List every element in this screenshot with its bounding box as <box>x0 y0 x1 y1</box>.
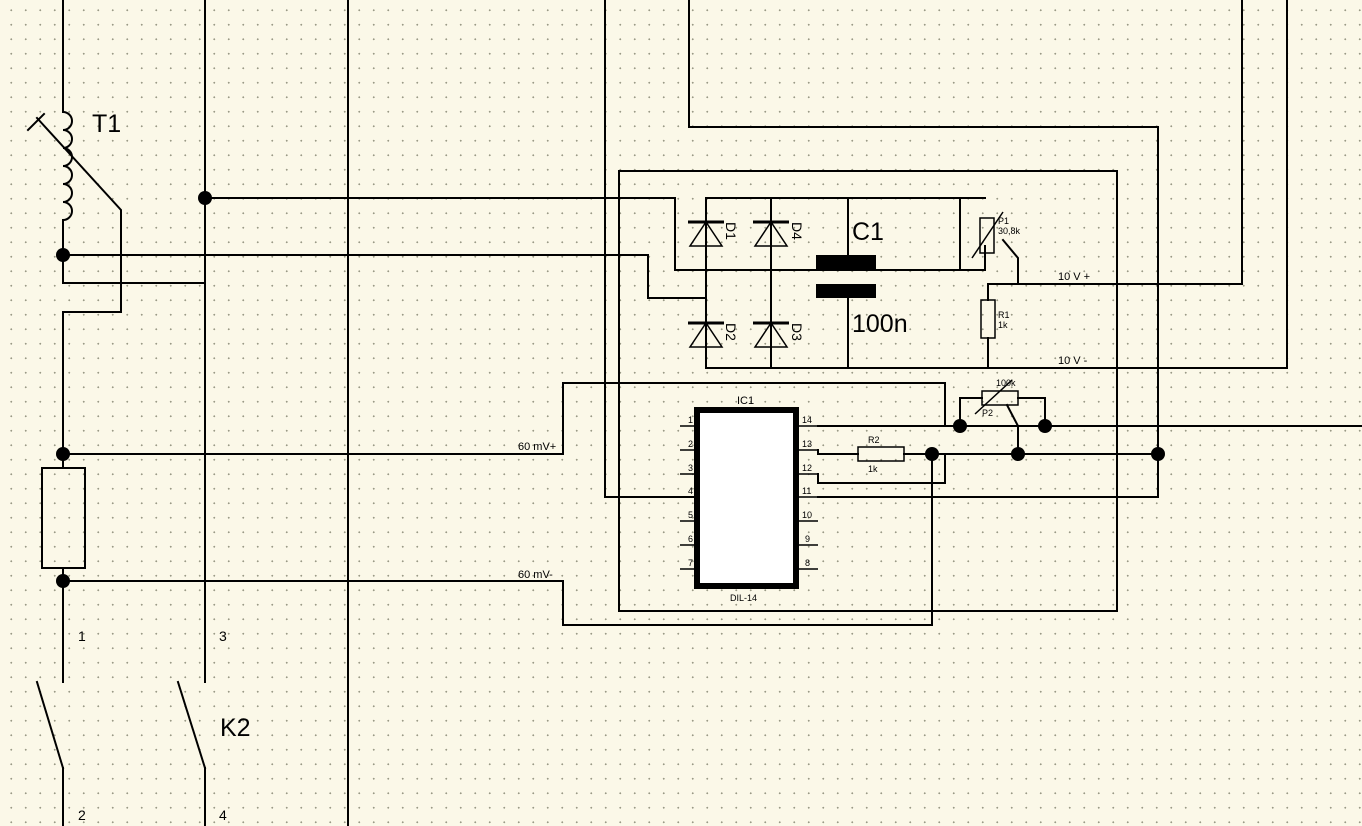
pot-p1-arrow <box>971 211 1004 259</box>
ic1-pins <box>680 425 818 570</box>
label-k2: K2 <box>220 714 251 742</box>
label-terminal-2: 2 <box>78 807 86 823</box>
label-c1-value: 100n <box>852 310 908 338</box>
label-60mv-plus: 60 mV+ <box>518 441 556 453</box>
label-r1: R1 <box>998 310 1010 320</box>
wire-pin13 <box>817 449 859 455</box>
label-d3: D3 <box>789 323 805 341</box>
k2-contact-2 <box>176 680 207 770</box>
wire-feed-top <box>204 197 986 271</box>
label-p2: P2 <box>982 408 993 418</box>
diode-d3 <box>753 321 789 348</box>
label-t1: T1 <box>92 110 121 138</box>
ic-pin-label: 3 <box>688 463 693 473</box>
pot-p2-arrow <box>974 379 1013 415</box>
box-inner-frame <box>618 170 1118 612</box>
label-ic1-package: DIL-14 <box>730 593 757 603</box>
label-terminal-4: 4 <box>219 807 227 823</box>
label-terminal-3: 3 <box>219 628 227 644</box>
junctions <box>56 191 1165 588</box>
diode-d4 <box>753 220 789 247</box>
label-p1-value: 30,8k <box>998 226 1021 236</box>
t1-wiper-tick <box>26 112 46 132</box>
wire-10v-plus <box>1017 0 1243 285</box>
diode-d2 <box>688 321 724 348</box>
ic-pin-label: 4 <box>688 486 693 496</box>
label-d2: D2 <box>723 323 739 341</box>
t1-wiper <box>35 116 122 469</box>
resistor-r2 <box>857 446 905 462</box>
label-c1: C1 <box>852 218 884 246</box>
ic-pin-label: 11 <box>802 486 811 496</box>
t1-coil <box>61 110 73 222</box>
wire-p2-wiper <box>1005 403 1019 455</box>
label-p2-value: 100k <box>996 378 1016 388</box>
label-10v-minus: 10 V - <box>1058 355 1088 367</box>
label-ic1: IC1 <box>737 395 754 407</box>
wire-p2-right <box>1017 397 1046 427</box>
diode-d1 <box>688 220 724 247</box>
ic-pin-label: 5 <box>688 510 693 520</box>
label-r1-value: 1k <box>998 320 1008 330</box>
wire-loop-outer <box>688 0 1159 455</box>
ic1-pin-numbers: 1 2 3 4 5 6 7 14 13 12 11 10 9 8 <box>688 415 812 568</box>
wire-p1-r1 <box>987 238 1019 301</box>
ic-pin-label: 13 <box>802 439 812 449</box>
wire-pin11 <box>817 453 1159 498</box>
label-r2: R2 <box>868 435 880 445</box>
wire-60mv-minus <box>62 453 933 626</box>
label-terminal-1: 1 <box>78 628 86 644</box>
k2-contact-1 <box>35 680 65 770</box>
wire-10v-minus <box>847 0 1288 369</box>
label-r2-value: 1k <box>868 464 878 474</box>
ic-pin-label: 10 <box>802 510 812 520</box>
pot-p1 <box>979 217 995 254</box>
label-d1: D1 <box>723 222 739 240</box>
ic-pin-label: 1 <box>688 415 693 425</box>
ic-pin-label: 9 <box>805 534 810 544</box>
ic-pin-label: 2 <box>688 439 693 449</box>
ic1-body <box>694 407 799 589</box>
label-60mv-minus: 60 mV- <box>518 569 553 581</box>
label-p1: P1 <box>998 216 1009 226</box>
ic-pin-label: 12 <box>802 463 812 473</box>
label-d4: D4 <box>789 222 805 240</box>
wire-feed-mid <box>62 254 707 299</box>
wire-p1-loop <box>959 197 986 271</box>
c1-plate-bottom <box>816 284 876 298</box>
wire-p2-left <box>959 397 983 427</box>
resistor-r1 <box>980 299 996 339</box>
ic-pin-label: 14 <box>802 415 812 425</box>
ic-pin-label: 8 <box>805 558 810 568</box>
c1-plate-top <box>816 255 876 269</box>
wire-pin12 <box>817 453 946 484</box>
label-10v-plus: 10 V + <box>1058 271 1090 283</box>
ic-pin-label: 7 <box>688 558 693 568</box>
wire-60mv-plus <box>62 382 946 455</box>
resistor-shunt <box>41 467 86 569</box>
ic-pin-label: 6 <box>688 534 693 544</box>
